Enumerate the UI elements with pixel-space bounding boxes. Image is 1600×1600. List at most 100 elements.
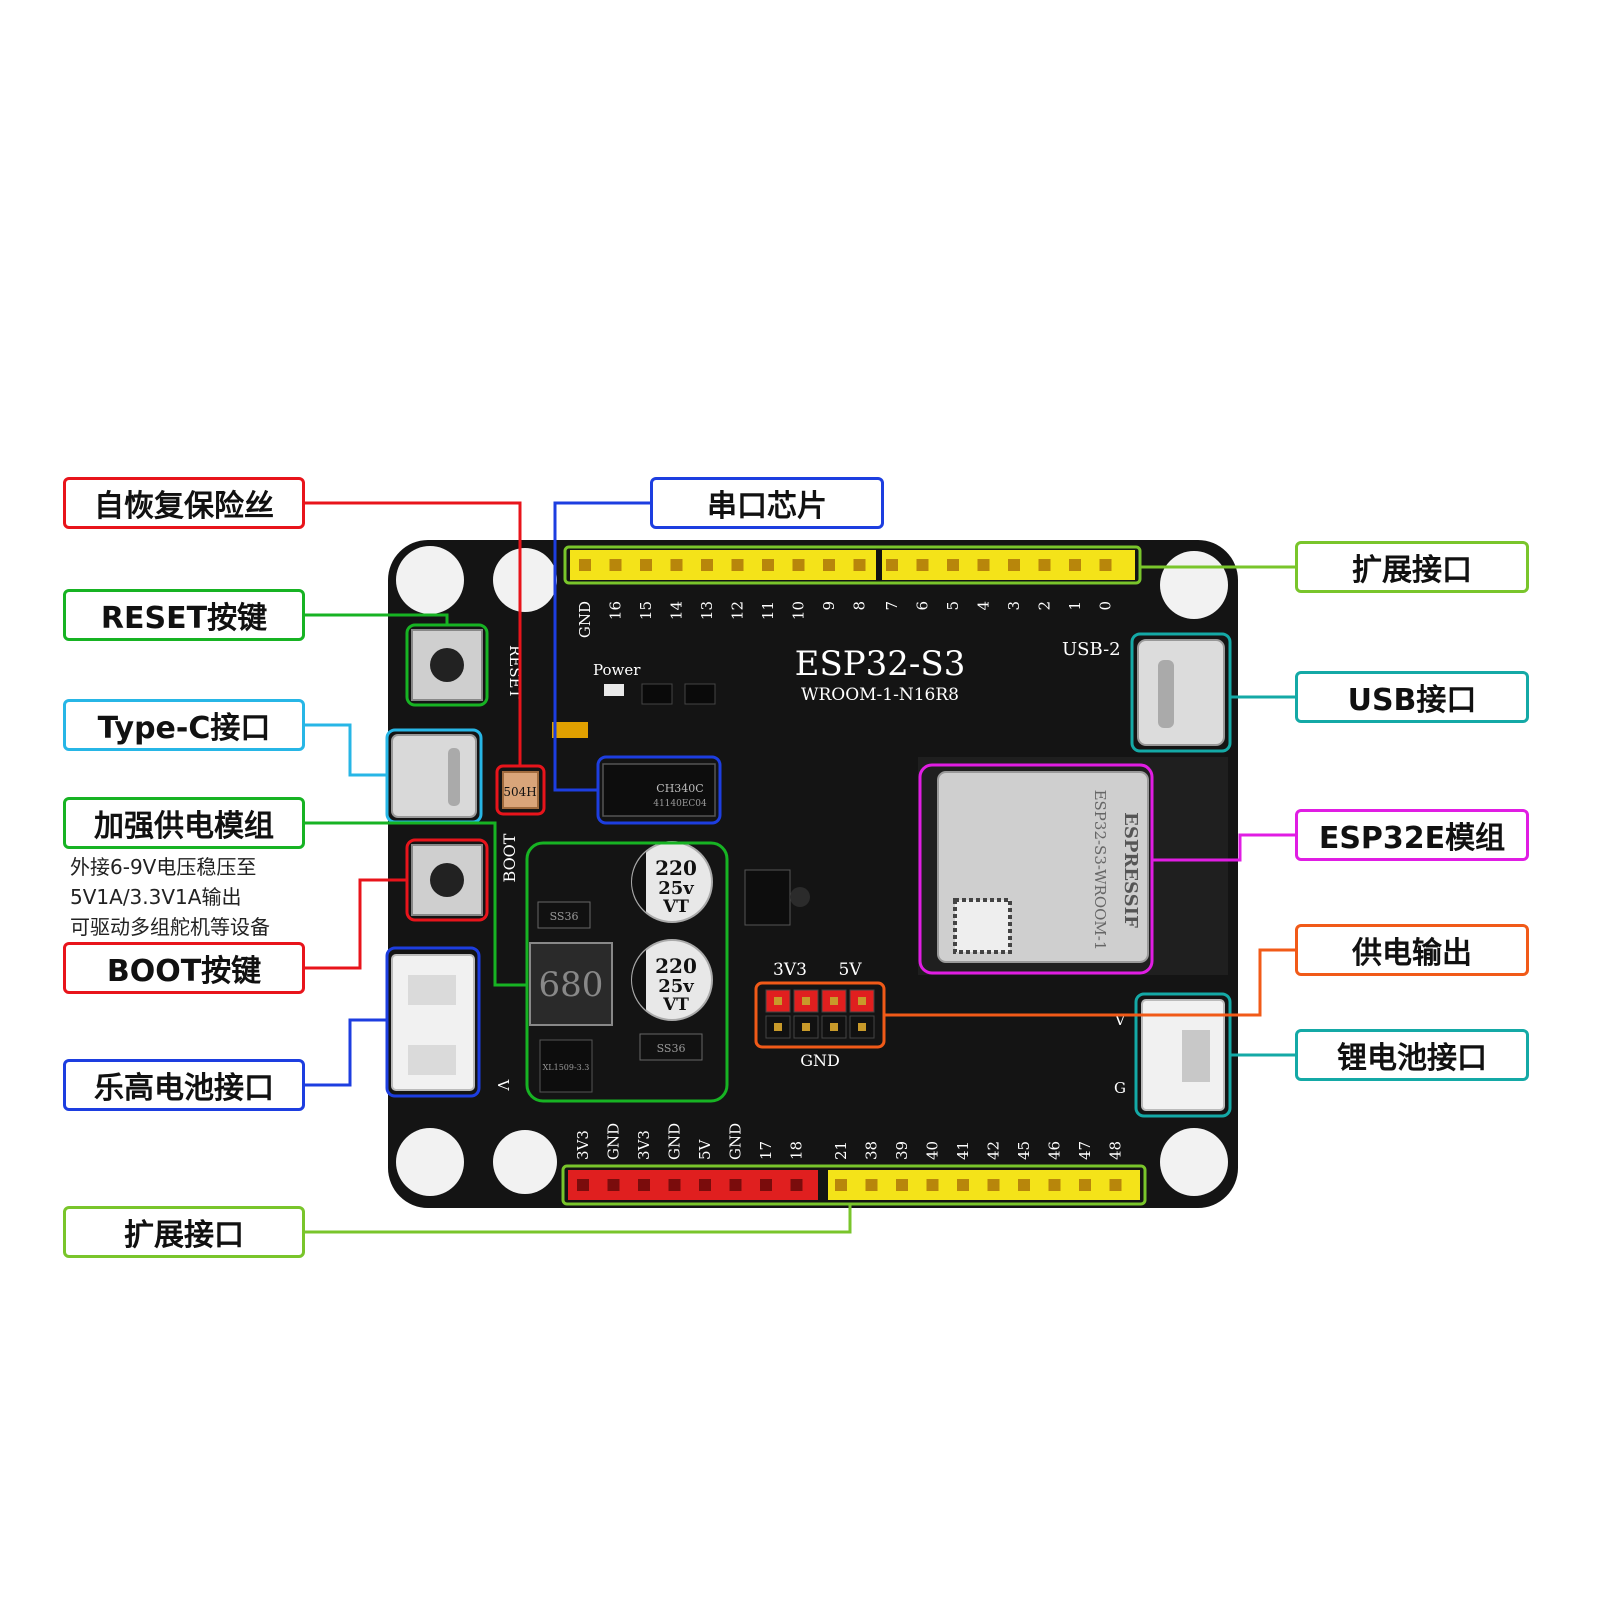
bottom-pin	[760, 1179, 772, 1191]
callout-boot: BOOT按键	[63, 942, 305, 994]
bottom-pin	[835, 1179, 847, 1191]
bottom-pin-label: 38	[863, 1141, 881, 1160]
mount-hole-bottom-left	[396, 1128, 464, 1196]
top-pin	[916, 559, 929, 571]
top-pin	[609, 559, 622, 571]
callout-power-out: 供电输出	[1295, 924, 1529, 976]
bottom-pin	[896, 1179, 908, 1191]
boot-silk: BOOT	[500, 833, 519, 882]
fuse-body	[502, 771, 539, 809]
highlight-usb	[1130, 632, 1232, 753]
callout-expand-top: 扩展接口	[1295, 541, 1529, 593]
top-pin	[823, 559, 835, 571]
top-pin	[1069, 559, 1081, 571]
top-pin	[670, 559, 683, 571]
lipo-g-label: G	[1114, 1079, 1126, 1097]
callout-lego: 乐高电池接口	[63, 1059, 305, 1111]
callout-typec: Type-C接口	[63, 699, 305, 751]
power-out-pin-contact	[802, 1023, 810, 1031]
bottom-pin-label: 46	[1046, 1141, 1064, 1160]
callout-power-module: 加强供电模组	[63, 797, 305, 849]
board-title: ESP32-S3	[795, 644, 966, 684]
regulator-ic	[539, 1039, 593, 1093]
power-out-pin-contact	[830, 1023, 838, 1031]
power-out-pins	[765, 989, 875, 1039]
power-out-pin-contact	[858, 1023, 866, 1031]
typec-port-left	[391, 734, 477, 818]
top-pin-label: 6	[914, 601, 932, 611]
bottom-pin-label: 3V3	[574, 1130, 592, 1160]
diode-top	[537, 901, 591, 929]
leader-typec	[305, 723, 387, 777]
leader-serial	[553, 501, 650, 792]
capacitor-2-voltage: 25v	[658, 976, 694, 997]
esp-module-model: ESP32-S3-WROOM-1	[1091, 790, 1109, 951]
bottom-pin	[729, 1179, 742, 1191]
power-out-gnd-label: GND	[800, 1051, 840, 1070]
capacitor-1-series: VT	[662, 897, 689, 917]
bottom-pin	[926, 1179, 939, 1191]
top-pin-label: 15	[637, 601, 655, 620]
leader-power-out	[884, 948, 1295, 1017]
top-pin	[701, 559, 713, 571]
top-header-pins	[579, 559, 1112, 571]
bottom-header-pins	[577, 1179, 1122, 1191]
esp-module-qr	[953, 898, 1012, 954]
power-out-pin-contact	[774, 997, 782, 1005]
mount-hole-top-right	[1160, 551, 1228, 619]
capacitor-1-voltage: 25v	[658, 878, 694, 899]
top-pin-label: 13	[698, 601, 716, 620]
top-pin-label: 5	[944, 601, 962, 611]
lego-v-label: V	[494, 1079, 512, 1092]
bottom-pin-label: GND	[605, 1123, 623, 1160]
bottom-pin-label: 3V3	[635, 1130, 653, 1160]
capacitor-2-series: VT	[662, 995, 689, 1015]
bottom-pin-label: 40	[924, 1141, 942, 1160]
capacitor-2-band	[632, 950, 646, 1010]
top-pin-label: 12	[729, 601, 747, 620]
top-pin-label: 0	[1097, 601, 1115, 611]
top-pin-label: 4	[975, 601, 993, 611]
top-pin-label: 10	[790, 601, 808, 620]
led-power	[604, 684, 624, 696]
top-pin-label: 8	[851, 601, 869, 611]
bottom-pin	[699, 1179, 711, 1191]
top-pin-label: 16	[607, 601, 625, 620]
bottom-pin	[957, 1179, 969, 1191]
leader-power-module	[305, 821, 527, 987]
power-out-pin-contact	[802, 997, 810, 1005]
lipo-connector-slot	[1182, 1030, 1210, 1082]
serial-chip-code: 41140EC04	[653, 799, 707, 809]
boot-button-cap	[430, 863, 464, 897]
ldo-tab	[790, 887, 810, 907]
regulator-marking: XL1509-3.3	[543, 1063, 590, 1072]
top-pin-label: 1	[1066, 601, 1084, 611]
power-out-pin-contact	[858, 997, 866, 1005]
bottom-pin-label: 41	[954, 1141, 972, 1160]
bottom-pin	[1018, 1179, 1030, 1191]
power-out-pin-contact	[830, 997, 838, 1005]
bottom-pin	[790, 1179, 803, 1191]
ldo-regulator	[744, 869, 791, 926]
reset-button-cap	[430, 648, 464, 682]
transistor-1	[641, 683, 673, 705]
top-pin	[731, 559, 744, 571]
leader-lego	[305, 1018, 387, 1087]
diode-top-marking: SS36	[550, 910, 579, 923]
leader-expand-bottom	[305, 1204, 852, 1234]
bottom-pin-label: 21	[832, 1141, 850, 1160]
power-label: Power	[593, 661, 641, 679]
bottom-pin	[1079, 1179, 1091, 1191]
highlight-power-module	[525, 841, 729, 1103]
top-pin-label: 3	[1005, 601, 1023, 611]
bottom-pin-label: 45	[1015, 1141, 1033, 1160]
top-pin	[792, 559, 805, 571]
top-pin	[1099, 559, 1112, 571]
top-pin-label: 7	[883, 601, 901, 611]
callout-lipo: 锂电池接口	[1295, 1029, 1529, 1081]
bottom-pin	[607, 1179, 620, 1191]
bottom-header-red	[568, 1170, 818, 1200]
power-note-3: 可驱动多组舵机等设备	[70, 915, 270, 939]
